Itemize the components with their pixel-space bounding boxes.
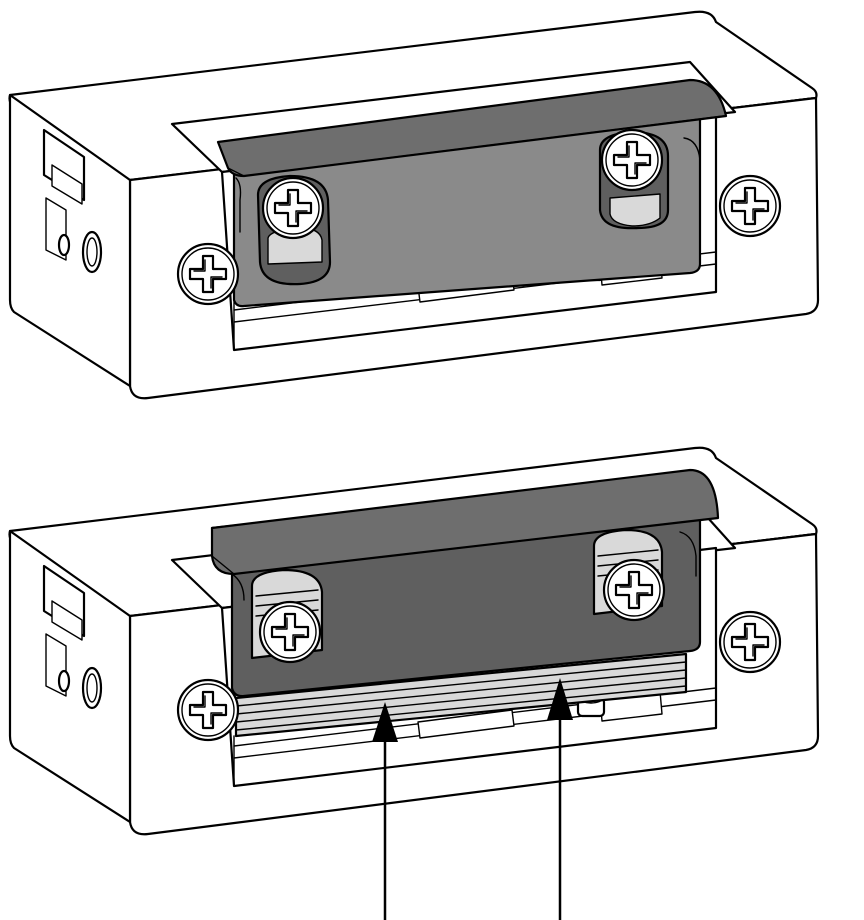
- arrow-up-icon: [547, 678, 573, 720]
- screw-icon: [258, 600, 322, 664]
- screw-icon: [600, 128, 664, 192]
- arrow-up-icon: [372, 702, 398, 742]
- strike-view-lower: [8, 446, 820, 836]
- screw-icon: [718, 610, 782, 674]
- strike-view-upper: [8, 10, 820, 400]
- screw-icon: [602, 558, 666, 622]
- arrow-left: [372, 702, 398, 920]
- arrow-right: [547, 678, 573, 920]
- screw-icon: [176, 678, 240, 742]
- screw-icon: [718, 174, 782, 238]
- screw-icon: [176, 242, 240, 306]
- screw-icon: [261, 176, 325, 240]
